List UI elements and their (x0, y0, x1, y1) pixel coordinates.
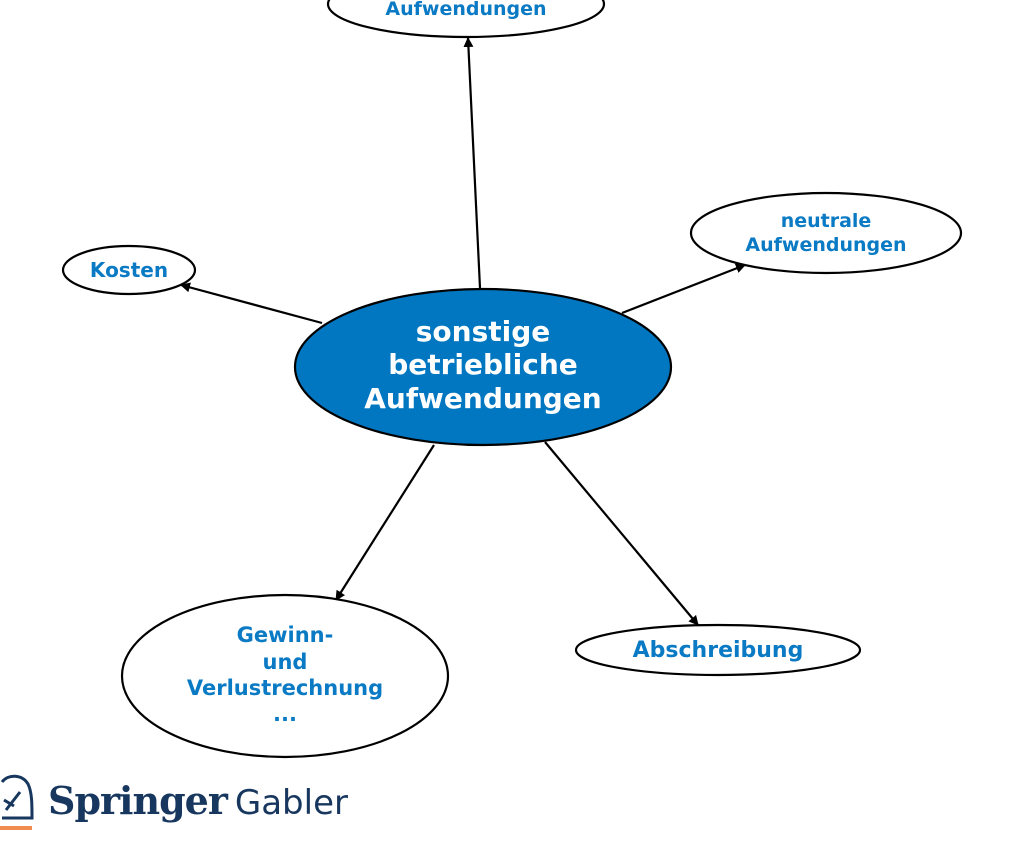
edge-to-abschreibung (544, 441, 699, 626)
edge-to-guv (335, 444, 435, 601)
node-label: sonstige (416, 315, 551, 348)
node-abschreibung[interactable]: Abschreibung (574, 623, 862, 677)
edge-to-neutrale (621, 263, 746, 315)
edge-to-top (463, 37, 482, 289)
node-label: Kosten (90, 258, 168, 282)
edge-to-kosten (180, 282, 323, 325)
node-label: betriebliche (388, 348, 578, 381)
node-label: Aufwendungen (364, 382, 601, 415)
node-label: neutrale (781, 210, 872, 232)
node-top[interactable]: Aufwendungen (326, 0, 606, 39)
node-label: Aufwendungen (745, 234, 906, 256)
node-label: Gewinn- (237, 623, 334, 647)
node-label: ... (273, 702, 297, 726)
logo-brand: Springer (48, 778, 228, 823)
horse-head-icon (0, 774, 34, 830)
node-guv[interactable]: Gewinn- und Verlustrechnung ... (120, 593, 450, 759)
node-neutrale[interactable]: neutrale Aufwendungen (689, 191, 963, 275)
node-label: Abschreibung (633, 638, 804, 663)
node-label: Verlustrechnung (187, 676, 383, 700)
node-kosten[interactable]: Kosten (61, 244, 197, 296)
node-center[interactable]: sonstige betriebliche Aufwendungen (293, 287, 673, 447)
node-label: und (263, 650, 308, 674)
logo-imprint: Gabler (234, 783, 348, 823)
node-label: Aufwendungen (385, 0, 546, 20)
